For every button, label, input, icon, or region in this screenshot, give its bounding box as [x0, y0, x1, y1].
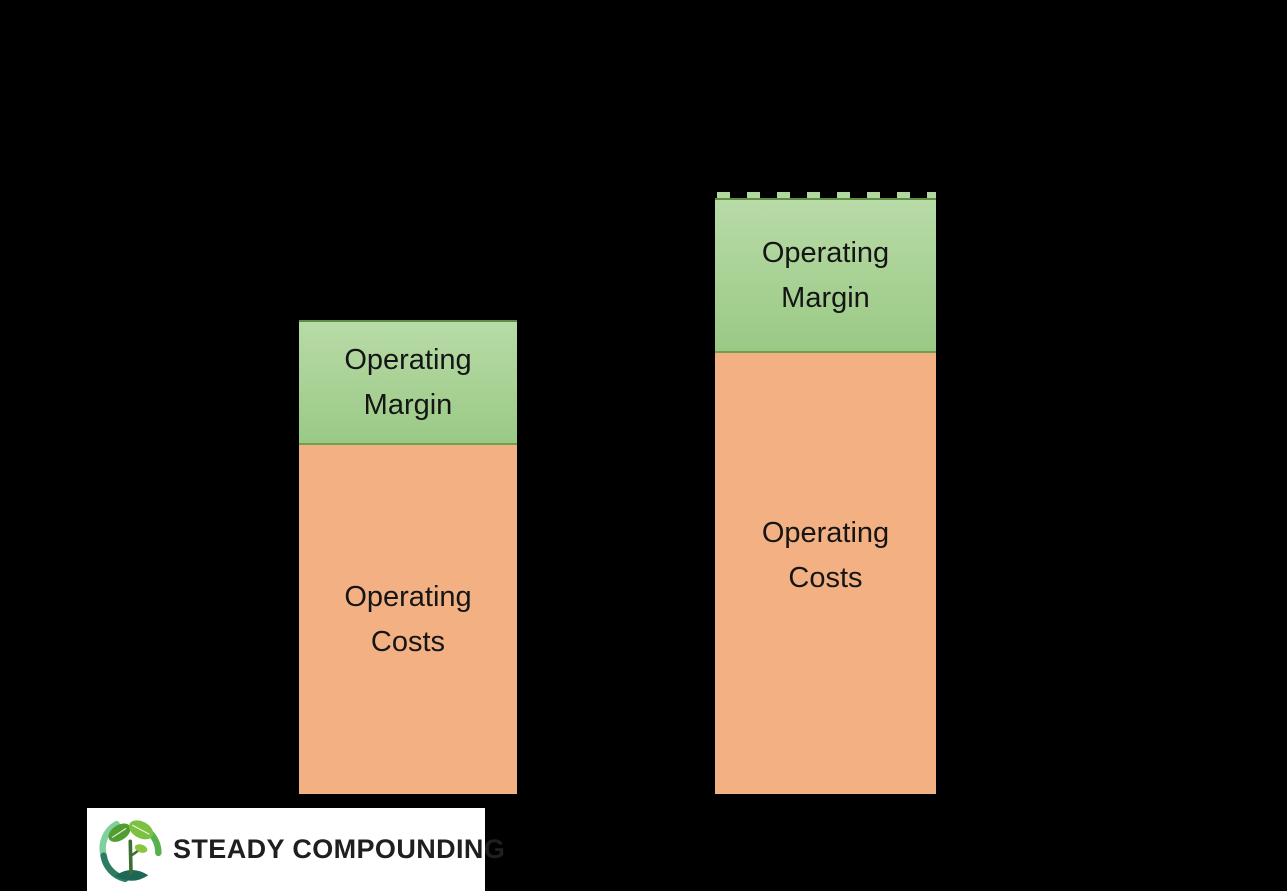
segment-label-operating-costs: Operating Costs	[761, 516, 890, 594]
brand-logo-text: STEADY COMPOUNDING	[173, 834, 506, 864]
stacked-bar-right: Operating Margin Operating Costs	[715, 192, 936, 794]
segment-operating-costs: Operating Costs	[299, 445, 517, 794]
segment-operating-costs: Operating Costs	[715, 353, 936, 794]
segment-operating-margin: Operating Margin	[299, 320, 517, 445]
dashed-line-cap	[715, 192, 936, 198]
stacked-bar-left: Operating Margin Operating Costs	[299, 320, 517, 794]
segment-label-operating-margin: Operating Margin	[344, 343, 472, 421]
segment-label-operating-costs: Operating Costs	[344, 580, 472, 658]
segment-label-operating-margin: Operating Margin	[761, 236, 890, 314]
seedling-in-circle-icon	[99, 819, 162, 882]
segment-operating-margin: Operating Margin	[715, 198, 936, 353]
brand-logo: STEADY COMPOUNDING	[87, 808, 505, 891]
